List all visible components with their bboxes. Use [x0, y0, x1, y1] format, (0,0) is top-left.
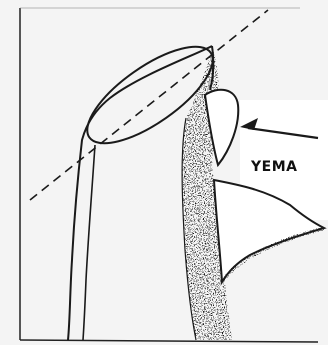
bottom-margin	[0, 345, 328, 355]
bud-label: YEMA	[251, 159, 297, 175]
